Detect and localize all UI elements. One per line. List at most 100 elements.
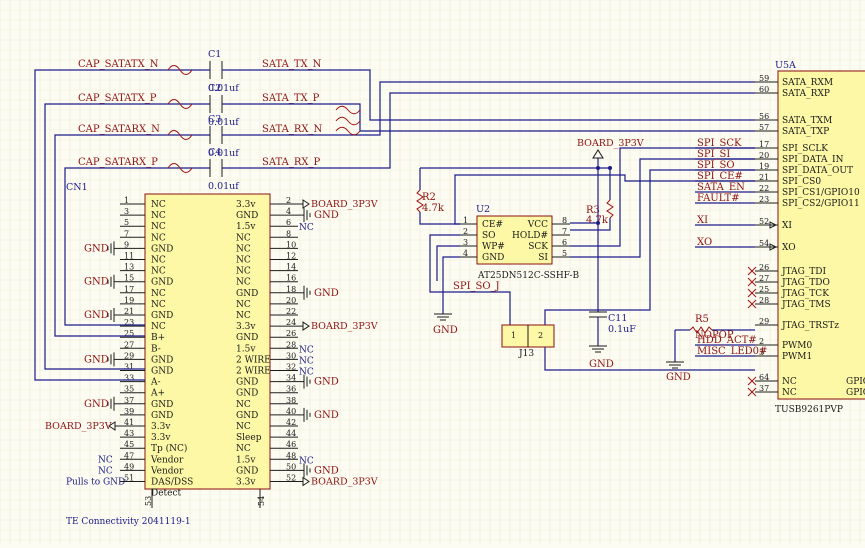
connector-body [144,193,271,490]
gpio-a: GPIO [846,377,865,387]
controller-pin-number: 27 [759,274,769,283]
connector-right-pin-number: 24 [286,318,296,327]
flash-left-pin-name: CE# [482,220,503,230]
connector-left-pin-number: 23 [124,318,134,327]
connector-left-pin-number: 9 [124,240,129,249]
connector-right-pin-name: 2 WIRE [236,367,271,377]
net-tie [335,116,361,126]
connector-left-pin-number: 31 [124,363,134,372]
connector-left-pin-number: 33 [124,374,134,383]
controller-pin-name: PWM0 [782,341,813,351]
nc-label: NC [299,223,314,233]
controller-pin-name: JTAG_TCK [781,289,829,299]
connector-left-pin-number: 49 [124,462,134,471]
connector-left-pin-number: 5 [124,218,129,227]
nc-label: NC [98,466,113,476]
cap-value: 0.01uf [208,148,240,159]
cap-ref: C2 [208,83,221,94]
connector-right-pin-number: 6 [286,218,291,227]
connector-right-pin-name: NC [236,311,251,321]
cap-left-net: CAP_SATARX_N [78,124,160,135]
flash-ref: U2 [476,204,490,215]
connector-right-pin-name: NC [236,244,251,254]
flash-right-pin-number: 5 [562,249,567,258]
flash-body [476,215,553,265]
r5-gnd: GND [666,372,691,383]
connector-right-pin-number: 46 [286,440,296,449]
controller-pin-name: XO [782,243,796,253]
gnd-label: GND [84,399,109,410]
controller-pin-net: SPI_CE# [697,171,743,182]
controller-pin-net: FAULT# [697,193,740,204]
connector-right-pin-number: 34 [286,374,296,383]
connector-right-pin-number: 38 [286,396,296,405]
connector-right-pin-number: 32 [286,363,296,372]
controller-pin-name: JTAG_TRSTz [781,321,839,331]
connector-left-pin-number: 1 [124,196,129,205]
connector-left-pin-name: GND [151,411,173,421]
connector-right-pin-name: NC [236,256,251,266]
controller-pin-net: SPI_SO [697,160,735,171]
connector-right-pin-name: NC [236,278,251,288]
controller-pin-name: XI [782,221,792,231]
controller-pin-name: SPI_SCLK [782,144,828,154]
connector-right-pin-name: 3.3v [236,478,256,488]
controller-pin-number: 23 [759,195,769,204]
connector-right-pin-number: 40 [286,407,296,416]
controller-ref: U5A [775,60,796,71]
gnd-label: GND [84,243,109,254]
connector-right-pin-name: GND [236,211,258,221]
connector-right-pin-name: GND [236,466,258,476]
cap-left-net: CAP_SATATX_P [78,93,157,104]
net-tie [167,163,193,173]
controller-pin-net: XI [697,215,708,226]
flash-right-pin-name: HOLD# [512,231,548,241]
connector-right-pin-name: NC [236,233,251,243]
net-ties [335,105,361,136]
controller-pin-number: 17 [759,140,769,149]
r2-ref: R2 [422,192,436,203]
connector-right-pin-number: 22 [286,307,296,316]
connector-left-pin-number: 25 [124,329,134,338]
connector-right-pin-name: GND [236,289,258,299]
connector-right-pin-name: GND [236,389,258,399]
flash-right-pin-name: VCC [527,220,548,230]
connector-right-pin-name: NC [236,422,251,432]
pin-54-label: 54 [257,496,266,506]
controller-pin-name: SPI_DATA_OUT [782,166,853,176]
controller-pin-number: 2 [759,337,764,346]
connector-left-pin-name: GND [151,400,173,410]
cap-value: 0.01uf [208,117,240,128]
jumper-j13[interactable]: 1 2 J13 [501,324,755,371]
controller-pin-number: 52 [759,217,769,226]
controller-pin-number: 28 [759,296,769,305]
connector-right-pin-name: Sleep [236,433,262,443]
controller-pin-name: NC [782,377,797,387]
controller-body [777,70,865,400]
r5-ref: R5 [695,314,709,325]
connector-left-pin-number: 45 [124,440,134,449]
cap-value: 0.01uf [208,181,240,192]
gnd-label: GND [314,377,339,388]
connector-left-pin-name: B+ [151,333,165,343]
cap-right-net: SATA_RX_P [262,157,321,168]
nc-label: NC [299,456,314,466]
connector-left-pin-number: 17 [124,285,134,294]
connector-left-pin-number: 47 [124,451,134,460]
flash-right-pin-number: 6 [562,238,567,247]
connector-left-pin-number: 13 [124,263,134,272]
net-tie [335,126,361,136]
connector-left-pin-name: DAS/DSS [151,478,193,488]
controller-pin-number: 20 [759,151,769,160]
connector-right-pin-number: 12 [286,252,296,261]
controller-pin-number: 54 [759,239,769,248]
connector-left-pin-name: NC [151,211,166,221]
connector-right-pin-number: 2 [286,196,291,205]
connector-left-pin-number: 7 [124,229,129,238]
controller-pin-name: SPI_CS1/GPIO10 [782,188,860,198]
